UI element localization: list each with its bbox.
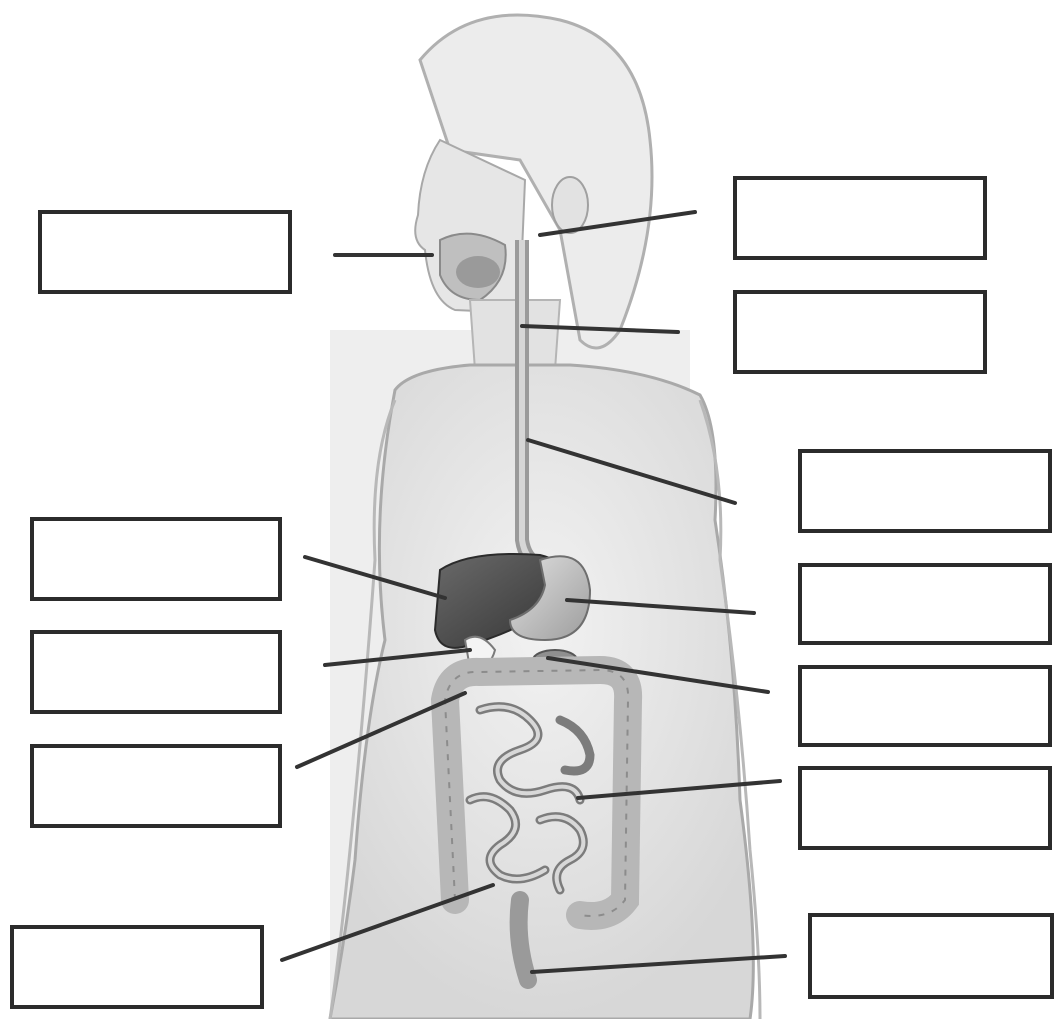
label-box-pharynx[interactable] (733, 290, 987, 374)
label-box-appendix[interactable] (10, 925, 264, 1009)
tongue (456, 256, 500, 288)
label-box-mouth[interactable] (38, 210, 292, 294)
label-box-large-intestine[interactable] (30, 744, 282, 828)
rectum (519, 900, 528, 980)
label-box-stomach[interactable] (798, 563, 1052, 645)
label-box-liver[interactable] (30, 517, 282, 601)
label-box-rectum[interactable] (808, 913, 1054, 999)
label-box-gallbladder[interactable] (30, 630, 282, 714)
label-box-salivary-glands[interactable] (733, 176, 987, 260)
ear (552, 177, 588, 233)
label-box-small-intestine[interactable] (798, 766, 1052, 850)
label-box-esophagus[interactable] (798, 449, 1052, 533)
label-box-pancreas[interactable] (798, 665, 1052, 747)
